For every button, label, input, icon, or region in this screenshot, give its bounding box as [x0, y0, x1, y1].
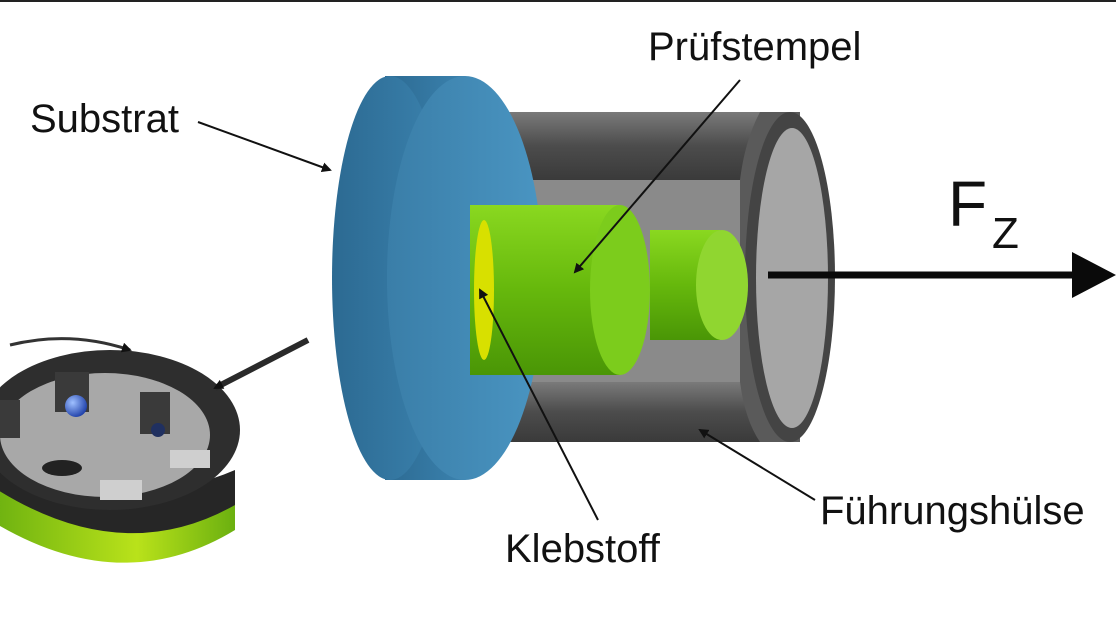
- label-guide-sleeve: Führungshülse: [820, 489, 1085, 533]
- fixture-tab: [100, 480, 142, 500]
- rotary-fixture: [0, 337, 310, 563]
- label-substrate: Substrat: [30, 97, 179, 141]
- leader-guide-sleeve: [698, 428, 816, 501]
- label-test-stamp: Prüfstempel: [648, 25, 861, 69]
- leader-lines: [197, 79, 816, 521]
- ball-icon: [65, 395, 87, 417]
- force-arrow-head-icon: [1072, 252, 1116, 298]
- force-arrow: [768, 252, 1116, 298]
- sleeve-upper-wall: [500, 112, 760, 180]
- substrate-face: [387, 76, 543, 480]
- fixture-center-hole: [42, 460, 82, 476]
- fixture-plate: [0, 373, 210, 497]
- stamp-collar-face: [590, 205, 650, 375]
- label-force-main: F: [948, 168, 987, 240]
- adhesive-visible: [474, 220, 494, 360]
- stamp-shaft-end: [696, 230, 748, 340]
- fixture-green-base: [0, 485, 235, 563]
- label-adhesive: Klebstoff: [505, 527, 661, 571]
- detail-pointer-arrow-icon: [213, 337, 310, 391]
- leader-adhesive: [479, 288, 599, 521]
- fixture-tab: [170, 450, 210, 468]
- ball-icon: [151, 423, 165, 437]
- rotation-arrow-icon: [9, 337, 132, 353]
- label-force-subscript: Z: [992, 209, 1019, 258]
- fixture-slot: [0, 400, 20, 438]
- substrate-disk: [332, 76, 550, 480]
- leader-test-stamp: [573, 79, 741, 274]
- leader-substrate: [197, 121, 332, 172]
- sleeve-lower-wall: [500, 382, 760, 442]
